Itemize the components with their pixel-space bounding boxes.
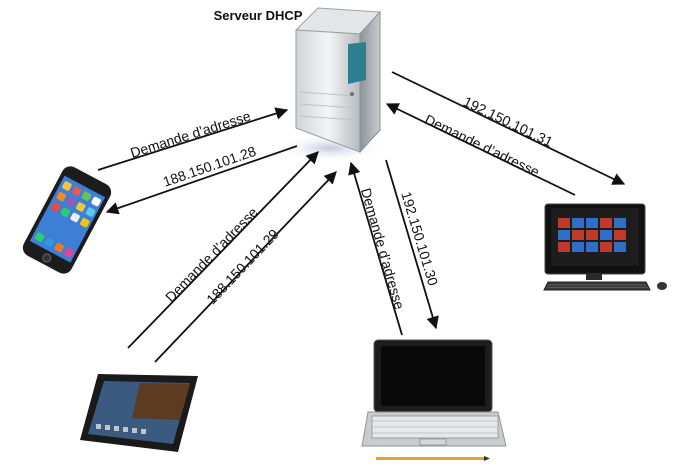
laptop-request-arrow	[348, 161, 403, 336]
phone-reply-label: 188.150.101.28	[161, 143, 258, 190]
phone-reply-arrow	[105, 145, 298, 215]
tablet-request-arrow	[127, 151, 319, 349]
tablet-icon	[24, 374, 198, 452]
netbook-icon	[361, 339, 507, 461]
desktop-request-arrow	[385, 103, 576, 196]
laptop-request-label: Demande d’adresse	[358, 186, 408, 311]
server-node: Serveur DHCP	[214, 7, 385, 162]
tablet-reply-arrow	[154, 171, 337, 363]
server-tower-icon	[294, 7, 382, 154]
server-title: Serveur DHCP	[214, 8, 303, 23]
desktop-reply-arrow	[391, 71, 626, 185]
link-phone: Demande d’adresse 188.150.101.28	[97, 107, 298, 215]
desktop-pc-icon	[543, 203, 667, 291]
smartphone-icon	[22, 166, 112, 274]
laptop-reply-arrow	[385, 159, 439, 330]
link-desktop: Demande d’adresse 192.150.101.31	[385, 71, 626, 196]
link-tablet: Demande d’adresse 188.150.101.29	[127, 151, 337, 363]
tablet-reply-label: 188.150.101.29	[203, 226, 282, 308]
link-laptop: Demande d’adresse 192.150.101.30	[348, 159, 441, 336]
phone-request-arrow	[97, 107, 289, 171]
